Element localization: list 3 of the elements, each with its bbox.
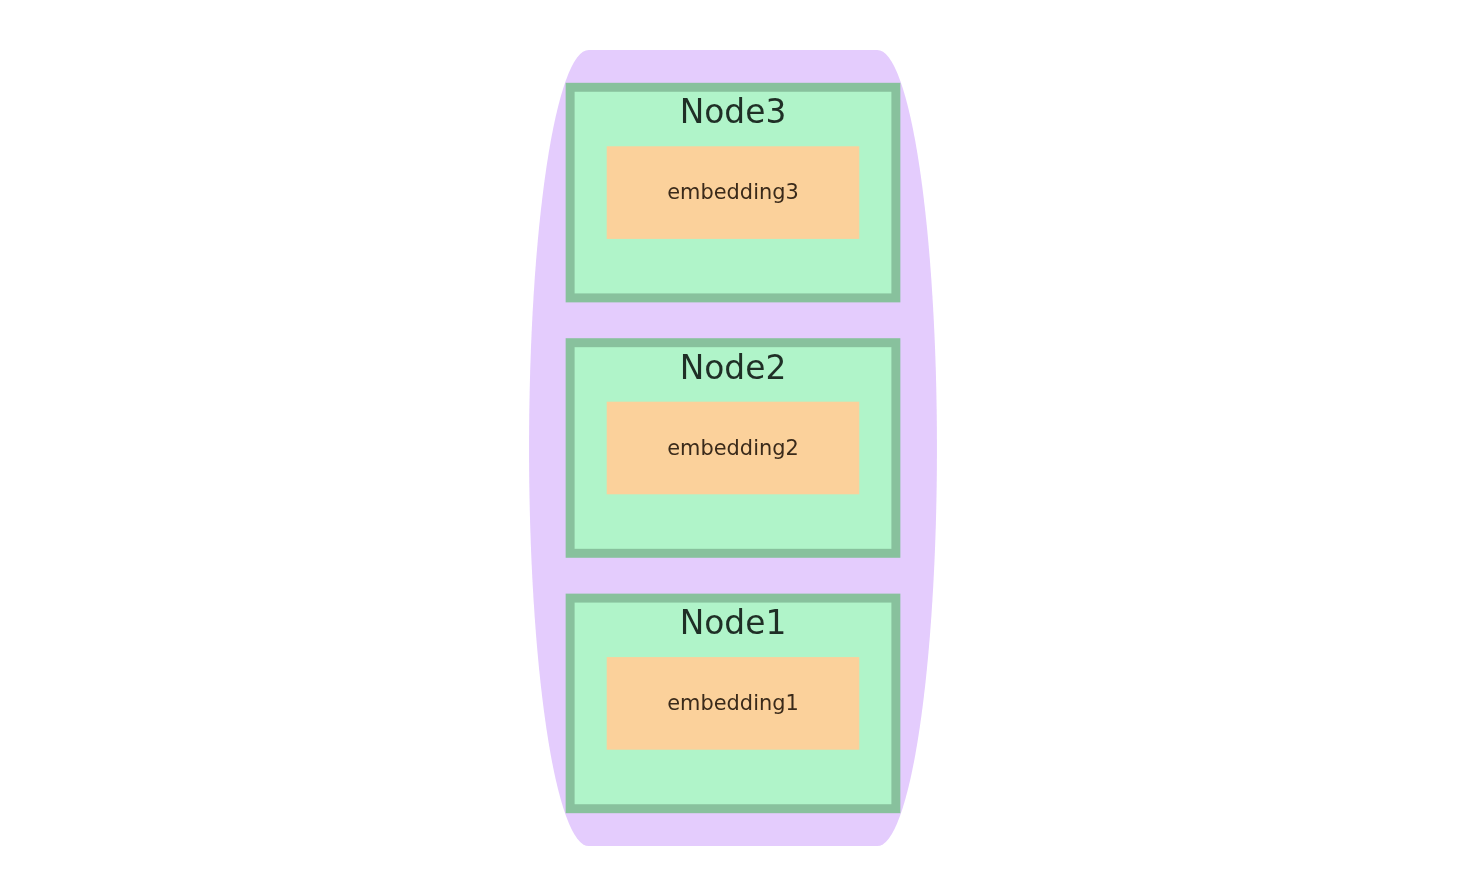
node-box: embedding3 (606, 146, 860, 239)
node-box: embedding1 (606, 657, 860, 750)
node-box: embedding2 (606, 401, 860, 495)
